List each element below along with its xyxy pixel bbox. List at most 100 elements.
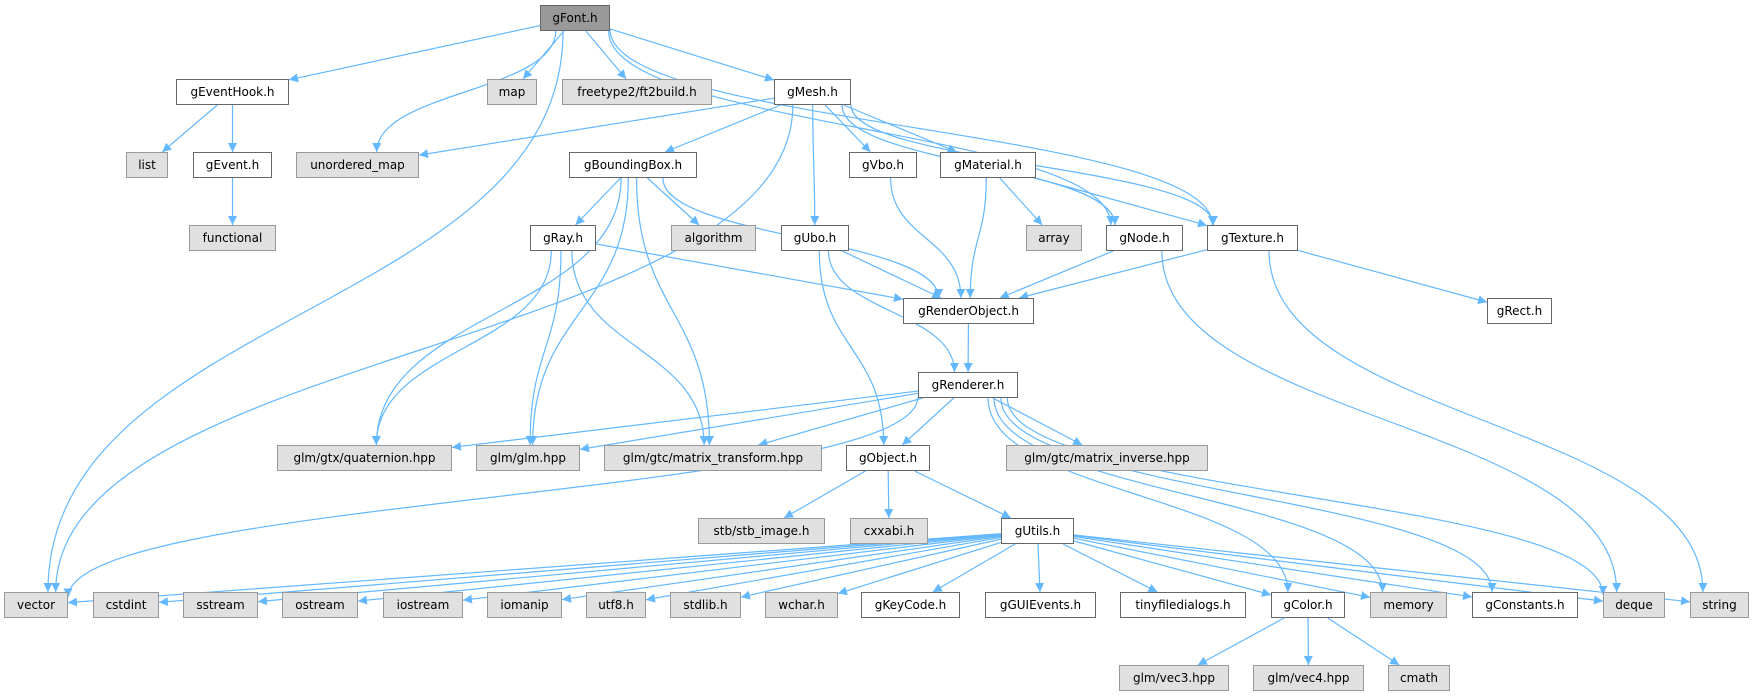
node-gray[interactable]: gRay.h <box>530 225 596 251</box>
node-gutils[interactable]: gUtils.h <box>1001 518 1074 544</box>
edge-gMaterial-to-gTexture <box>1034 177 1208 228</box>
node-cxxabi: cxxabi.h <box>850 518 928 544</box>
edge-gMesh-to-gUbo <box>810 104 820 226</box>
edge-gObject-to-gUtils <box>914 470 1012 519</box>
edge-gUtils-to-ostream <box>357 534 1002 605</box>
node-matrix-transform: glm/gtc/matrix_transform.hpp <box>604 445 822 471</box>
edge-gRenderer-to-matrix_transform <box>758 397 923 447</box>
edge-gRenderer-to-gConstants <box>1000 397 1497 593</box>
edge-gMesh-to-gMaterial <box>843 104 957 153</box>
node-gubo[interactable]: gUbo.h <box>781 225 849 251</box>
edge-gFont-to-gEventHook <box>288 24 541 83</box>
node-tinyfiledialogs[interactable]: tinyfiledialogs.h <box>1120 592 1246 618</box>
edge-gUtils-to-utf8 <box>645 536 1002 603</box>
node-geventhook[interactable]: gEventHook.h <box>176 79 289 105</box>
node-gvbo[interactable]: gVbo.h <box>849 152 917 178</box>
edge-gUtils-to-memory <box>1073 537 1371 600</box>
node-iostream: iostream <box>383 592 463 618</box>
node-sstream: sstream <box>183 592 258 618</box>
node-gfont[interactable]: gFont.h <box>540 5 610 31</box>
node-array: array <box>1026 225 1082 251</box>
edge-gFont-to-freetype <box>585 30 627 80</box>
edge-gUtils-to-wchar <box>837 541 1002 596</box>
edge-gTexture-to-string <box>1268 250 1708 593</box>
edge-gUtils-to-gKeyCode <box>932 543 1016 593</box>
edge-gTexture-to-gRenderObject <box>1018 249 1208 301</box>
edge-gUtils-to-deque <box>1073 534 1604 605</box>
node-gmesh[interactable]: gMesh.h <box>774 79 851 105</box>
node-string: string <box>1690 592 1749 618</box>
edge-gNode-to-gRenderObject <box>999 250 1114 299</box>
node-gtexture[interactable]: gTexture.h <box>1207 225 1298 251</box>
node-cstdint: cstdint <box>93 592 159 618</box>
edge-gBoundingBox-to-quaternion <box>371 177 622 446</box>
edge-gFont-to-map <box>522 30 565 80</box>
edge-gRenderer-to-quaternion <box>451 390 919 451</box>
node-gconstants[interactable]: gConstants.h <box>1472 592 1578 618</box>
edge-gUtils-to-gConstants <box>1073 535 1473 601</box>
edge-gTexture-to-gRect <box>1297 249 1488 305</box>
node-memory: memory <box>1370 592 1447 618</box>
node-utf8: utf8.h <box>586 592 646 618</box>
node-vec3: glm/vec3.hpp <box>1119 665 1229 691</box>
edge-gRenderer-to-vector <box>63 396 919 598</box>
edge-gBoundingBox-to-algorithm <box>646 177 700 226</box>
edge-gUtils-to-iomanip <box>561 535 1002 603</box>
node-gboundingbox[interactable]: gBoundingBox.h <box>569 152 697 178</box>
edge-gRenderer-to-glm <box>579 392 919 453</box>
node-quaternion: glm/gtx/quaternion.hpp <box>277 445 452 471</box>
edge-gFont-to-vector <box>43 30 564 593</box>
edge-gVbo-to-gRenderObject <box>890 177 966 299</box>
node-stb-image: stb/stb_image.h <box>698 518 825 544</box>
edge-gEventHook-to-list <box>161 104 218 153</box>
edge-gUtils-to-stdlib <box>740 538 1002 600</box>
edge-gFont-to-unordered_map <box>372 30 557 153</box>
node-gmaterial[interactable]: gMaterial.h <box>940 152 1036 178</box>
edge-gObject-to-cxxabi <box>884 470 894 519</box>
edge-gRay-to-matrix_transform <box>571 250 709 446</box>
edge-gMaterial-to-gRenderObject <box>965 177 987 299</box>
edge-gRay-to-quaternion <box>371 250 552 446</box>
edge-gUtils-to-cstdint <box>158 533 1002 607</box>
node-grect[interactable]: gRect.h <box>1487 298 1552 324</box>
node-grenderer[interactable]: gRenderer.h <box>918 372 1018 398</box>
edge-gRay-to-gRenderObject <box>595 243 904 303</box>
node-deque: deque <box>1603 592 1665 618</box>
node-gevent[interactable]: gEvent.h <box>193 152 272 178</box>
node-gcolor[interactable]: gColor.h <box>1271 592 1345 618</box>
edge-gMesh-to-vector <box>51 104 794 593</box>
edge-gMesh-to-gBoundingBox <box>664 104 781 153</box>
node-gobject[interactable]: gObject.h <box>846 445 930 471</box>
edge-gRenderer-to-deque <box>1006 397 1608 595</box>
edge-gMesh-to-gVbo <box>824 104 871 153</box>
node-algorithm: algorithm <box>671 225 756 251</box>
node-gnode[interactable]: gNode.h <box>1106 225 1183 251</box>
edge-gObject-to-stb_image <box>783 470 866 519</box>
node-matrix-inverse: glm/gtc/matrix_inverse.hpp <box>1006 445 1208 471</box>
node-ostream: ostream <box>282 592 358 618</box>
node-gkeycode[interactable]: gKeyCode.h <box>861 592 960 618</box>
node-freetype: freetype2/ft2build.h <box>562 79 712 105</box>
edge-gFont-to-gMesh <box>609 28 775 82</box>
edge-gUbo-to-gRenderObject <box>842 250 942 299</box>
edge-gUtils-to-string <box>1073 534 1691 606</box>
edge-gUtils-to-gGUIEvents <box>1035 543 1045 593</box>
node-iomanip: iomanip <box>487 592 562 618</box>
edge-gUbo-to-gRenderer <box>827 250 959 373</box>
edge-gRenderer-to-matrix_inverse <box>992 397 1083 446</box>
edge-gBoundingBox-to-glm <box>528 177 629 446</box>
edge-gBoundingBox-to-matrix_transform <box>635 177 714 446</box>
node-gguievents[interactable]: gGUIEvents.h <box>985 592 1096 618</box>
edge-gRay-to-glm <box>525 250 562 446</box>
edge-gRenderer-to-gColor <box>987 397 1293 593</box>
node-wchar: wchar.h <box>765 592 838 618</box>
node-cmath: cmath <box>1388 665 1450 691</box>
edge-gNode-to-deque <box>1161 250 1622 593</box>
node-glm: glm/glm.hpp <box>476 445 580 471</box>
edge-gUbo-to-gObject <box>818 250 889 446</box>
edge-gUtils-to-gColor <box>1073 540 1272 597</box>
edge-gRenderer-to-memory <box>993 397 1387 593</box>
node-stdlib: stdlib.h <box>670 592 741 618</box>
node-grenderobject[interactable]: gRenderObject.h <box>903 298 1034 324</box>
edge-gColor-to-vec3 <box>1197 617 1285 666</box>
